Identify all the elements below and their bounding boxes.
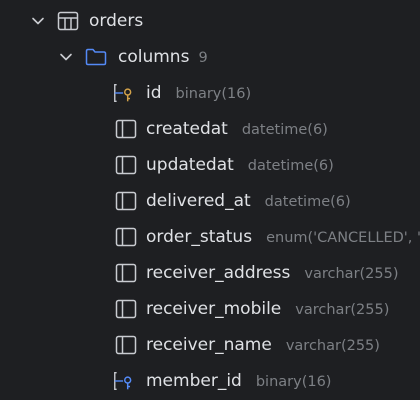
columns-count-badge: 9: [198, 49, 208, 66]
column-icon: [114, 261, 138, 285]
column-name: delivered_at: [146, 190, 251, 211]
chevron-down-icon[interactable]: [30, 13, 46, 29]
tree-node-column[interactable]: id binary(16): [0, 75, 420, 111]
column-name: member_id: [146, 370, 242, 391]
foreign-key-column-icon: [112, 369, 136, 393]
column-type: binary(16): [175, 85, 252, 102]
column-name: receiver_name: [146, 334, 272, 355]
column-type: datetime(6): [241, 121, 328, 138]
column-name: receiver_address: [146, 262, 291, 283]
column-type: datetime(6): [247, 157, 334, 174]
column-name: id: [146, 82, 162, 103]
column-name: order_status: [146, 226, 253, 247]
tree-node-column[interactable]: member_id binary(16): [0, 363, 420, 399]
column-type: datetime(6): [264, 193, 351, 210]
column-type: varchar(255): [295, 301, 390, 318]
tree-node-column[interactable]: receiver_name varchar(255): [0, 327, 420, 363]
column-icon: [114, 333, 138, 357]
column-type: varchar(255): [304, 265, 399, 282]
tree-node-column[interactable]: updatedat datetime(6): [0, 147, 420, 183]
tree-node-table-orders[interactable]: orders: [0, 3, 420, 39]
column-type: binary(16): [255, 373, 332, 390]
column-icon: [114, 153, 138, 177]
columns-folder-label: columns: [118, 46, 190, 67]
column-name: createdat: [146, 118, 228, 139]
column-icon: [114, 189, 138, 213]
column-icon: [114, 117, 138, 141]
tree-node-column[interactable]: receiver_address varchar(255): [0, 255, 420, 291]
table-name: orders: [89, 11, 144, 31]
column-type: varchar(255): [285, 337, 380, 354]
primary-key-column-icon: [112, 81, 136, 105]
table-icon: [56, 9, 80, 33]
tree-node-column[interactable]: delivered_at datetime(6): [0, 183, 420, 219]
folder-icon: [84, 45, 108, 69]
chevron-down-icon[interactable]: [58, 49, 74, 65]
tree-node-column[interactable]: createdat datetime(6): [0, 111, 420, 147]
tree-node-column[interactable]: receiver_mobile varchar(255): [0, 291, 420, 327]
column-icon: [114, 225, 138, 249]
tree-node-columns-folder[interactable]: columns 9: [0, 39, 420, 75]
tree-node-column[interactable]: order_status enum('CANCELLED', 'C: [0, 219, 420, 255]
column-name: updatedat: [146, 154, 234, 175]
column-type: enum('CANCELLED', 'C: [266, 229, 420, 246]
column-icon: [114, 297, 138, 321]
column-name: receiver_mobile: [146, 298, 282, 319]
